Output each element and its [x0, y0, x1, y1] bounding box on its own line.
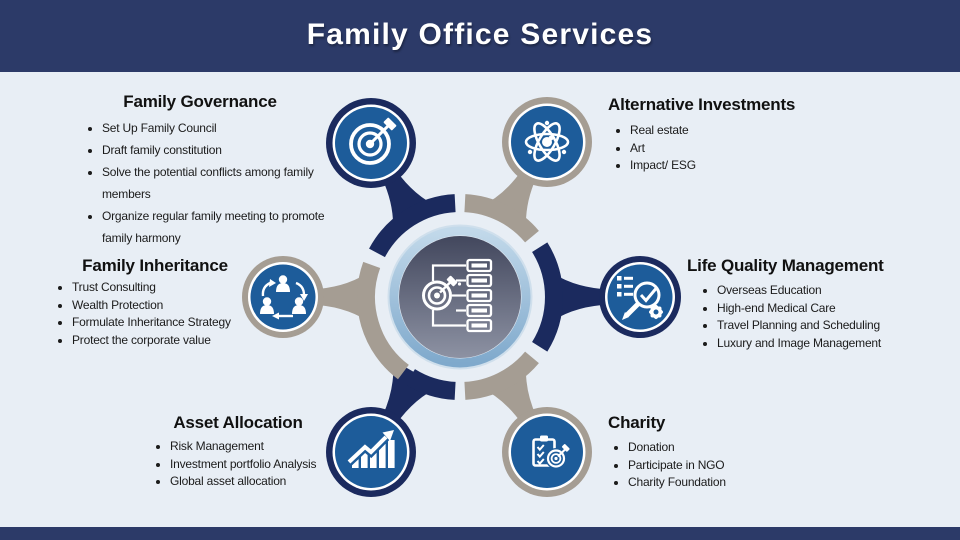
section-asset-allocation: Asset Allocation Risk Management Investm… — [138, 413, 338, 491]
people-succession-icon — [260, 275, 308, 320]
list-item: Investment portfolio Analysis — [170, 456, 338, 474]
list-item: Donation — [628, 439, 838, 457]
page-title: Family Office Services — [306, 18, 654, 51]
hub-center — [387, 224, 533, 370]
list-item: Protect the corporate value — [72, 332, 282, 350]
section-title: Alternative Investments — [608, 95, 796, 114]
list-item: Travel Planning and Scheduling — [717, 317, 927, 335]
section-list: Overseas Education High-end Medical Care… — [687, 282, 927, 352]
footer-bar — [0, 527, 960, 540]
list-item: Overseas Education — [717, 282, 927, 300]
alternative-investments-node — [502, 97, 592, 187]
list-item: Real estate — [630, 122, 908, 140]
section-list: Risk Management Investment portfolio Ana… — [138, 438, 338, 491]
hub-ring-segment — [531, 242, 563, 352]
asset-allocation-node — [326, 407, 416, 497]
list-item: Draft family constitution — [102, 139, 350, 161]
list-item: Participate in NGO — [628, 457, 838, 475]
list-item: Formulate Inheritance Strategy — [72, 314, 282, 332]
list-item: Luxury and Image Management — [717, 335, 927, 353]
clipboard-target-icon — [532, 435, 570, 469]
section-life-quality-management: Life Quality Management Overseas Educati… — [687, 256, 927, 352]
section-list: Set Up Family Council Draft family const… — [50, 117, 350, 249]
growth-chart-icon — [345, 430, 395, 468]
family-governance-node — [326, 98, 416, 188]
section-alternative-investments: Alternative Investments Real estate Art … — [608, 95, 908, 175]
section-family-governance: Family Governance Set Up Family Council … — [50, 92, 350, 249]
list-item: High-end Medical Care — [717, 300, 927, 318]
charity-node — [502, 407, 592, 497]
section-title: Family Governance — [123, 92, 277, 111]
list-item: Solve the potential conflicts among fami… — [102, 161, 350, 205]
list-item: Art — [630, 140, 908, 158]
section-family-inheritance: Family Inheritance Trust Consulting Weal… — [28, 256, 282, 349]
family-inheritance-node — [242, 256, 324, 338]
section-title: Asset Allocation — [173, 413, 303, 432]
list-item: Wealth Protection — [72, 297, 282, 315]
target-checklist-icon — [422, 258, 493, 333]
hub-ring-segment — [357, 261, 410, 380]
header-bar: Family Office Services — [0, 0, 960, 72]
atom-icon — [524, 120, 570, 162]
spoke — [283, 270, 372, 324]
hub-ring-segment — [464, 351, 539, 400]
section-title: Life Quality Management — [687, 256, 884, 275]
list-item: Risk Management — [170, 438, 338, 456]
hub-ring-and-spokes — [283, 138, 640, 456]
hub-ring-segment — [369, 194, 456, 258]
life-quality-management-node — [599, 256, 681, 338]
section-title: Charity — [608, 413, 666, 432]
magnifier-checklist-icon — [617, 276, 663, 320]
list-item: Global asset allocation — [170, 473, 338, 491]
section-list: Donation Participate in NGO Charity Foun… — [608, 439, 838, 492]
list-item: Set Up Family Council — [102, 117, 350, 139]
list-item: Charity Foundation — [628, 474, 838, 492]
list-item: Organize regular family meeting to promo… — [102, 205, 350, 249]
section-list: Trust Consulting Wealth Protection Formu… — [28, 279, 282, 349]
hub-ring-segment — [405, 368, 456, 400]
list-item: Trust Consulting — [72, 279, 282, 297]
section-title: Family Inheritance — [82, 256, 228, 275]
section-list: Real estate Art Impact/ ESG — [608, 122, 908, 175]
hub-ring-segment — [464, 194, 539, 243]
target-icon — [349, 117, 397, 165]
spoke — [548, 270, 640, 324]
section-charity: Charity Donation Participate in NGO Char… — [608, 413, 838, 492]
list-item: Impact/ ESG — [630, 157, 908, 175]
